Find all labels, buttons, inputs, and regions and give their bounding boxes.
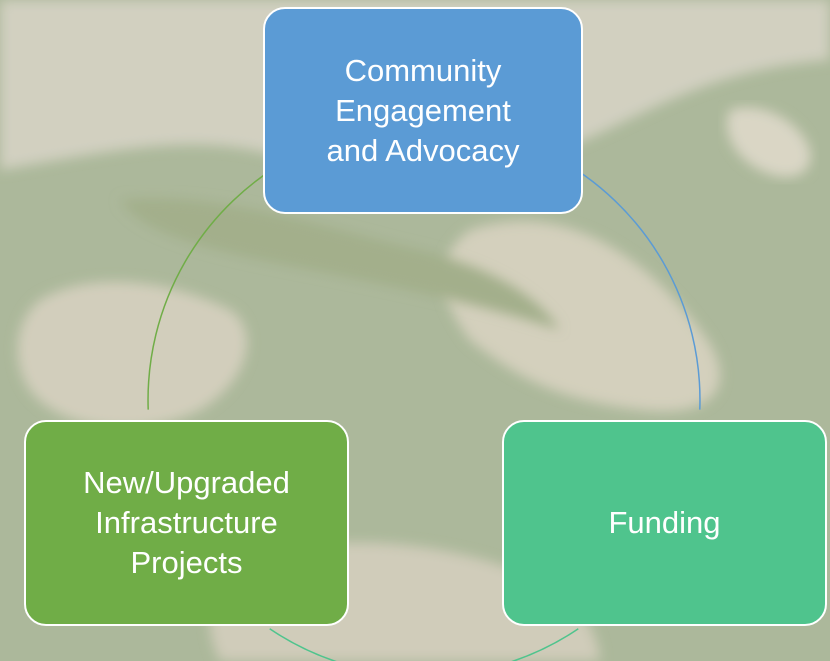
node-infrastructure-projects: New/Upgraded Infrastructure Projects (24, 420, 349, 626)
background-water-left (17, 281, 247, 428)
node-funding: Funding (502, 420, 827, 626)
connector-community-to-funding (553, 155, 701, 410)
background-marsh-ridge (120, 198, 560, 330)
background-pond-right (726, 107, 811, 178)
background-water-right (443, 221, 720, 412)
cycle-connectors (147, 155, 701, 661)
connector-infra-to-community (147, 155, 295, 410)
connector-funding-to-infra (269, 628, 579, 661)
node-community-engagement: Community Engagement and Advocacy (263, 7, 583, 214)
